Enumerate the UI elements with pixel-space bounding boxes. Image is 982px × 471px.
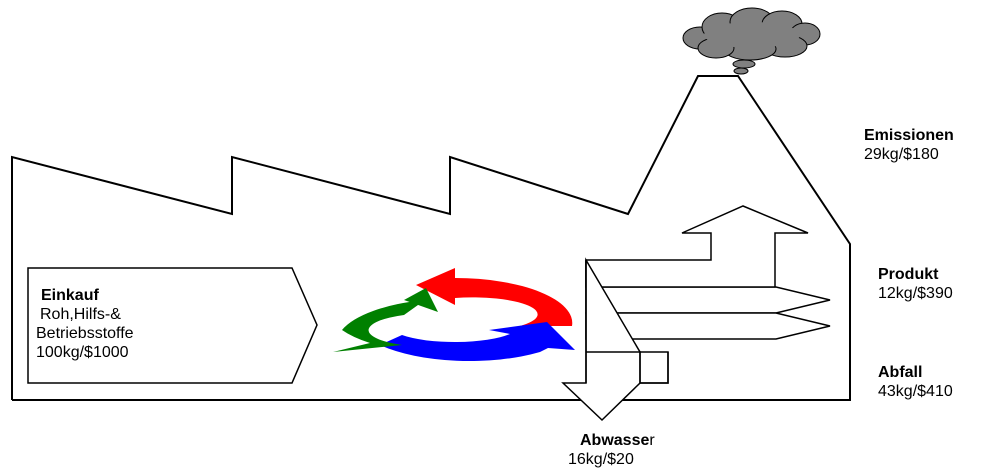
einkauf-line1: Roh,Hilfs-& [40, 306, 121, 323]
smoke-puff [732, 59, 756, 69]
einkauf-title: Einkauf [41, 287, 99, 304]
recycling-cycle-icon [333, 268, 575, 362]
produkt-title: Produkt [878, 266, 939, 283]
einkauf-line2: Betriebsstoffe [36, 325, 134, 342]
produkt-value: 12kg/$390 [878, 285, 953, 302]
smoke-cloud-icon [682, 7, 821, 75]
emissionen-arrow [585, 205, 809, 288]
abwasser-label: Abwasser 16kg/$20 [568, 431, 655, 469]
cycle-arrow-green [333, 300, 425, 352]
abwasser-value: 16kg/$20 [568, 451, 634, 468]
produkt-label: Produkt 12kg/$390 [878, 265, 953, 303]
emissionen-value: 29kg/$180 [864, 146, 939, 163]
einkauf-label: Einkauf Roh,Hilfs-& Betriebsstoffe 100kg… [36, 286, 134, 362]
abfall-title: Abfall [878, 364, 923, 381]
emissionen-title: Emissionen [864, 127, 954, 144]
smoke-puff-small [733, 67, 749, 75]
abfall-value: 43kg/$410 [878, 383, 953, 400]
abwasser-title-suffix: r [649, 432, 655, 449]
abfall-label: Abfall 43kg/$410 [878, 363, 953, 401]
output-flow-arrows [561, 205, 831, 422]
abwasser-stem-line [586, 351, 669, 384]
cycle-arrow-blue [380, 322, 575, 362]
cycle-arrow-green-head [404, 288, 438, 312]
einkauf-value: 100kg/$1000 [36, 344, 129, 361]
flow-stem-lines [585, 260, 669, 384]
emissionen-label: Emissionen 29kg/$180 [864, 126, 954, 164]
einkauf-arrow [27, 267, 318, 384]
cycle-arrow-red [416, 268, 573, 326]
cloud-shape [682, 7, 821, 61]
abwasser-title: Abwasse [580, 432, 650, 449]
factory-outline [11, 75, 851, 401]
